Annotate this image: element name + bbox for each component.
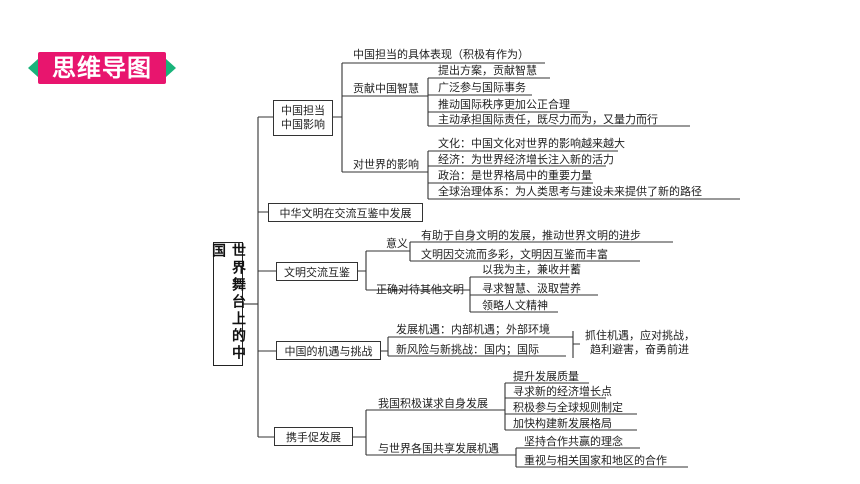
share-item-2: 重视与相关国家和地区的合作 <box>524 454 667 467</box>
wisdom-item-2: 广泛参与国际事务 <box>438 81 526 94</box>
attitude-item-2: 寻求智慧、汲取营养 <box>482 282 581 295</box>
branch-china-responsibility-line1: 中国担当 <box>281 104 325 117</box>
wisdom-item-3: 推动国际秩序更加公正合理 <box>438 98 570 111</box>
response-line-1: 抓住机遇，应对挑战， <box>585 329 695 342</box>
opportunity-item: 发展机遇：内部机遇；外部环境 <box>396 323 550 336</box>
share-item-1: 坚持合作共赢的理念 <box>524 435 623 448</box>
meaning-item-2: 文明因交流而多彩，文明因互鉴而丰富 <box>421 248 608 261</box>
meaning-item-1: 有助于自身文明的发展，推动世界文明的进步 <box>421 229 641 242</box>
influence-item-3: 政治：是世界格局中的重要力量 <box>438 169 592 182</box>
pursue-label: 我国积极谋求自身发展 <box>378 397 488 410</box>
branch-civilization-development: 中华文明在交流互鉴中发展 <box>268 203 423 222</box>
attitude-item-3: 领略人文精神 <box>482 299 548 312</box>
influence-item-4: 全球治理体系：为人类思考与建设未来提供了新的路径 <box>438 185 702 198</box>
wisdom-item-4: 主动承担国际责任，既尽力而为，又量力而行 <box>438 113 658 126</box>
share-label: 与世界各国共享发展机遇 <box>378 442 499 455</box>
wisdom-label: 贡献中国智慧 <box>353 82 419 95</box>
influence-label: 对世界的影响 <box>353 158 419 171</box>
meaning-label: 意义 <box>386 237 408 250</box>
branch-china-responsibility: 中国担当 中国影响 <box>273 100 333 136</box>
attitude-label: 正确对待其他文明 <box>376 283 464 296</box>
response-line-2: 趋利避害，奋勇前进 <box>590 343 689 356</box>
branch-joint-development: 携手促发展 <box>274 427 353 446</box>
wisdom-item-1: 提出方案，贡献智慧 <box>438 64 537 77</box>
pursue-item-4: 加快构建新发展格局 <box>513 417 612 430</box>
pursue-item-2: 寻求新的经济增长点 <box>513 385 612 398</box>
mind-map-banner: 思维导图 <box>28 50 176 86</box>
challenge-item: 新风险与新挑战：国内；国际 <box>396 343 539 356</box>
responsibility-performance: 中国担当的具体表现（积极有作为） <box>353 48 529 61</box>
influence-item-2: 经济：为世界经济增长注入新的活力 <box>438 153 614 166</box>
banner-right-arrow-icon <box>166 59 176 77</box>
pursue-item-3: 积极参与全球规则制定 <box>513 401 623 414</box>
root-node: 世界舞台上的中国 <box>210 242 246 366</box>
attitude-item-1: 以我为主，兼收并蓄 <box>482 263 581 276</box>
branch-civilization-exchange: 文明交流互鉴 <box>276 262 358 281</box>
influence-item-1: 文化：中国文化对世界的影响越来越大 <box>438 137 625 150</box>
branch-opportunities-challenges: 中国的机遇与挑战 <box>276 341 381 360</box>
banner-background <box>38 52 166 84</box>
pursue-item-1: 提升发展质量 <box>513 370 579 383</box>
banner-title: 思维导图 <box>52 54 152 82</box>
branch-china-responsibility-line2: 中国影响 <box>281 118 325 131</box>
banner-left-arrow-icon <box>28 59 38 77</box>
